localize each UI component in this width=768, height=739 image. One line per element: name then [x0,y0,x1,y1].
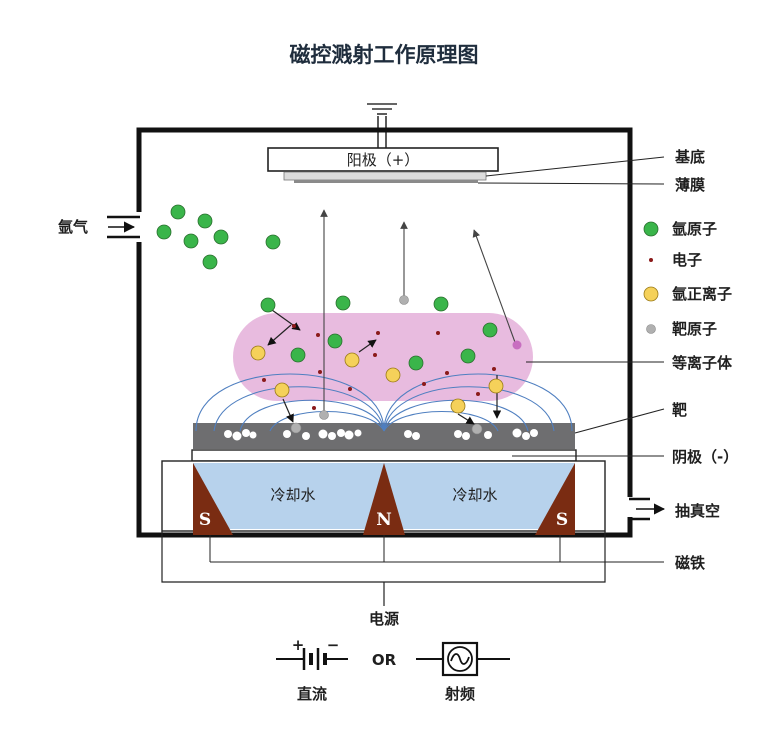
magnet-s-right [535,463,575,535]
page-title: 磁控溅射工作原理图 [290,43,479,67]
legend-argon-atom: 氩原子 [672,220,717,238]
film [294,180,478,183]
target-surface-atoms [224,428,538,441]
label-target: 靶 [672,401,687,419]
label-vacuum: 抽真空 [675,502,720,520]
cooling-water-left: 冷却水 [270,486,315,504]
label-or: OR [372,651,397,669]
pole-s-right: S [556,510,568,530]
label-cathode: 阴极（-） [672,448,738,466]
magnet-s-left [193,463,233,535]
label-plasma: 等离子体 [672,354,733,372]
legend-argon-ion: 氩正离子 [672,285,732,303]
leader-lines [209,156,665,563]
label-substrate: 基底 [674,148,705,166]
plasma-region [233,313,533,401]
argon-atoms [156,204,498,371]
electrons [262,324,496,410]
cooling-water-right: 冷却水 [452,486,497,504]
legend-electron: 电子 [672,251,702,269]
legend-target-atom-icon [646,324,656,334]
dc-minus: − [327,636,340,654]
argon-ions [250,345,504,414]
legend-electron-icon [649,258,653,262]
dc-battery-icon [276,648,348,670]
legend-argon-atom-icon [643,221,659,237]
label-power: 电源 [369,610,399,628]
magnet-n-center [363,463,405,535]
pole-n: N [376,510,392,530]
label-dc: 直流 [297,685,327,703]
legend-argon-ion-icon [643,286,659,302]
substrate [283,171,487,181]
pole-s-left: S [199,510,211,530]
vacuum-outlet [629,497,650,521]
gas-inlet [107,215,140,239]
sputter-trajectories [320,209,517,412]
dc-plus: + [292,636,305,654]
legend-target-atom: 靶原子 [672,320,717,338]
label-film: 薄膜 [675,176,705,194]
target-atoms [290,295,483,435]
target-atom-purple [512,340,522,350]
anode-plate [267,147,499,172]
label-magnet: 磁铁 [675,554,705,572]
rf-source-icon [416,641,510,677]
ground-icon [367,103,397,148]
magnetic-field-lines [195,373,573,432]
label-argon-gas: 氩气 [58,218,88,236]
power-wiring [161,531,606,606]
anode-label: 阳极（+） [347,151,420,169]
label-rf: 射频 [444,685,475,703]
